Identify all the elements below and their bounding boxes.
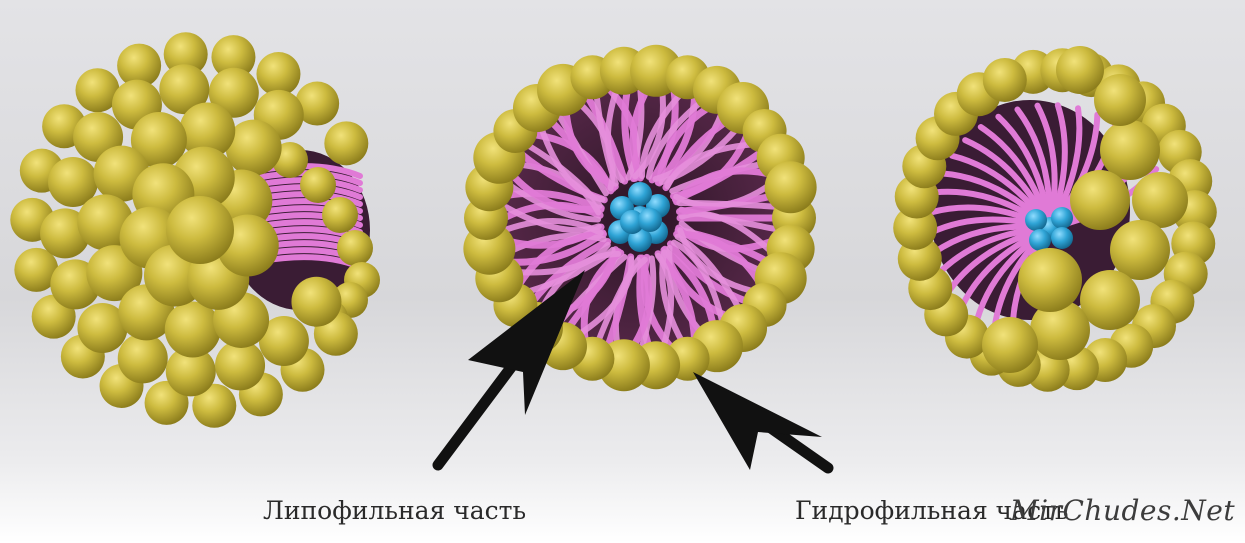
core-molecule	[1029, 229, 1051, 251]
head-group	[337, 230, 373, 266]
watermark: MirChudes.Net	[1010, 494, 1235, 527]
core-molecule	[1051, 227, 1073, 249]
head-group	[256, 52, 300, 96]
head-group	[324, 121, 368, 165]
head-group	[1080, 270, 1140, 330]
core-molecule	[1025, 209, 1047, 231]
core-molecule	[638, 208, 662, 232]
head-group	[300, 167, 336, 203]
head-group	[322, 197, 358, 233]
head-group	[165, 301, 221, 357]
head-group	[291, 277, 341, 327]
core-molecule	[628, 182, 652, 206]
head-group	[765, 161, 817, 213]
lipophilic-part-label: Липофильная часть	[263, 496, 526, 525]
head-group	[982, 317, 1038, 373]
core-molecule	[1051, 207, 1073, 229]
head-group	[1110, 220, 1170, 280]
head-group	[1100, 120, 1160, 180]
head-group	[983, 58, 1027, 102]
head-group	[118, 333, 168, 383]
head-group	[1070, 170, 1130, 230]
head-group	[1132, 172, 1188, 228]
head-group	[166, 196, 234, 264]
lipid-tail	[679, 203, 773, 207]
head-group	[1018, 248, 1082, 312]
head-group	[1094, 74, 1146, 126]
head-group	[1056, 46, 1104, 94]
